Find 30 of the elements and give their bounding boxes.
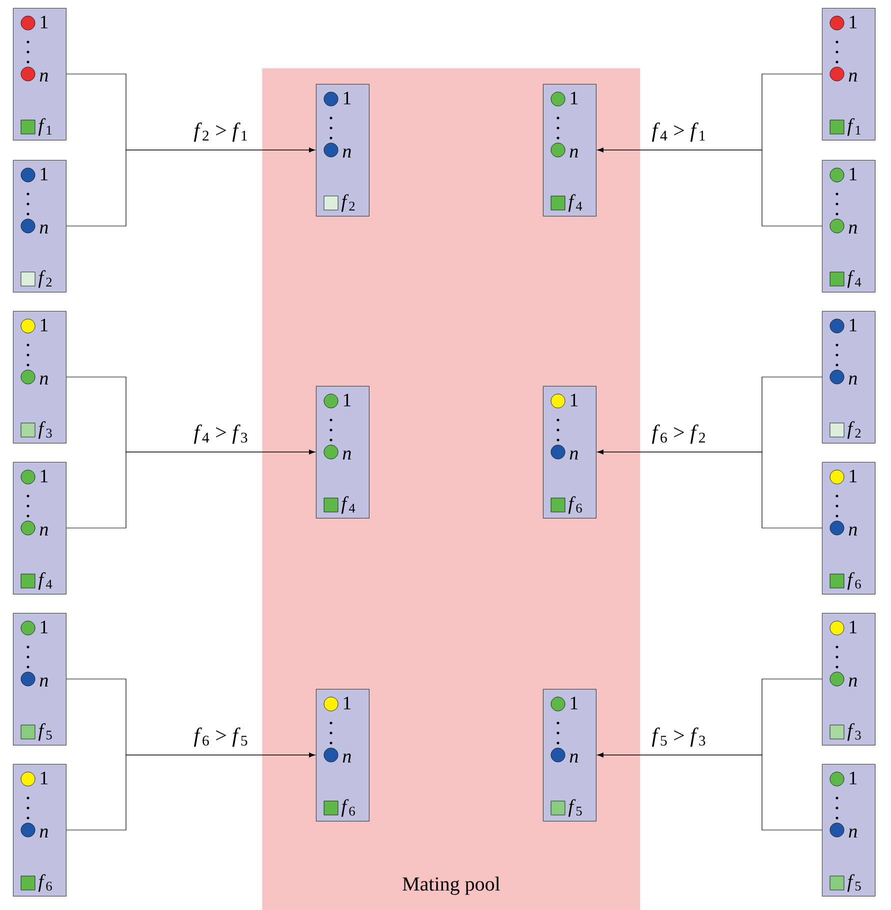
individual-box: 1 n f$_{2}$ bbox=[13, 160, 66, 292]
individual-box: 1 n f$_{6}$ bbox=[316, 689, 370, 822]
edge-label: f$_{2}$ > f$_{1}$ bbox=[194, 122, 247, 142]
edge-label: f$_{6}$ > f$_{5}$ bbox=[194, 728, 248, 747]
individual-box: 1 n f$_{4}$ bbox=[543, 84, 596, 216]
individual-box: 1 n f$_{5}$ bbox=[822, 764, 876, 896]
individual-box: 1 n f$_{6}$ bbox=[543, 386, 596, 518]
edge-label: f$_{4}$ > f$_{3}$ bbox=[194, 424, 248, 444]
arrow bbox=[597, 450, 822, 528]
edge-label: f$_{6}$ > f$_{2}$ bbox=[652, 424, 705, 444]
arrow bbox=[597, 752, 822, 830]
individual-box: 1 n f$_{4}$ bbox=[13, 462, 66, 594]
arrow bbox=[66, 752, 315, 830]
individual-box: 1 n f$_{1}$ bbox=[13, 8, 66, 140]
individual-box: 1 n f$_{2}$ bbox=[822, 311, 876, 444]
individual-box: 1 n f$_{4}$ bbox=[316, 386, 370, 518]
individual-box: 1 n f$_{6}$ bbox=[822, 462, 876, 594]
edge-label: f$_{5}$ > f$_{3}$ bbox=[652, 728, 706, 747]
edge-label: f$_{4}$ > f$_{1}$ bbox=[652, 122, 705, 142]
individual-box: 1 n f$_{3}$ bbox=[822, 613, 876, 746]
individual-box: 1 n f$_{5}$ bbox=[543, 689, 596, 822]
individual-box: 1 n f$_{4}$ bbox=[822, 160, 876, 292]
arrow bbox=[66, 450, 315, 528]
arrow bbox=[66, 148, 315, 226]
arrow bbox=[597, 148, 822, 226]
individual-box: 1 n f$_{1}$ bbox=[822, 8, 876, 140]
individual-box: 1 n f$_{3}$ bbox=[13, 311, 66, 444]
individual-box: 1 n f$_{5}$ bbox=[13, 613, 66, 746]
individual-box: 1 n f$_{6}$ bbox=[13, 764, 66, 896]
individual-box: 1 n f$_{2}$ bbox=[316, 84, 370, 216]
